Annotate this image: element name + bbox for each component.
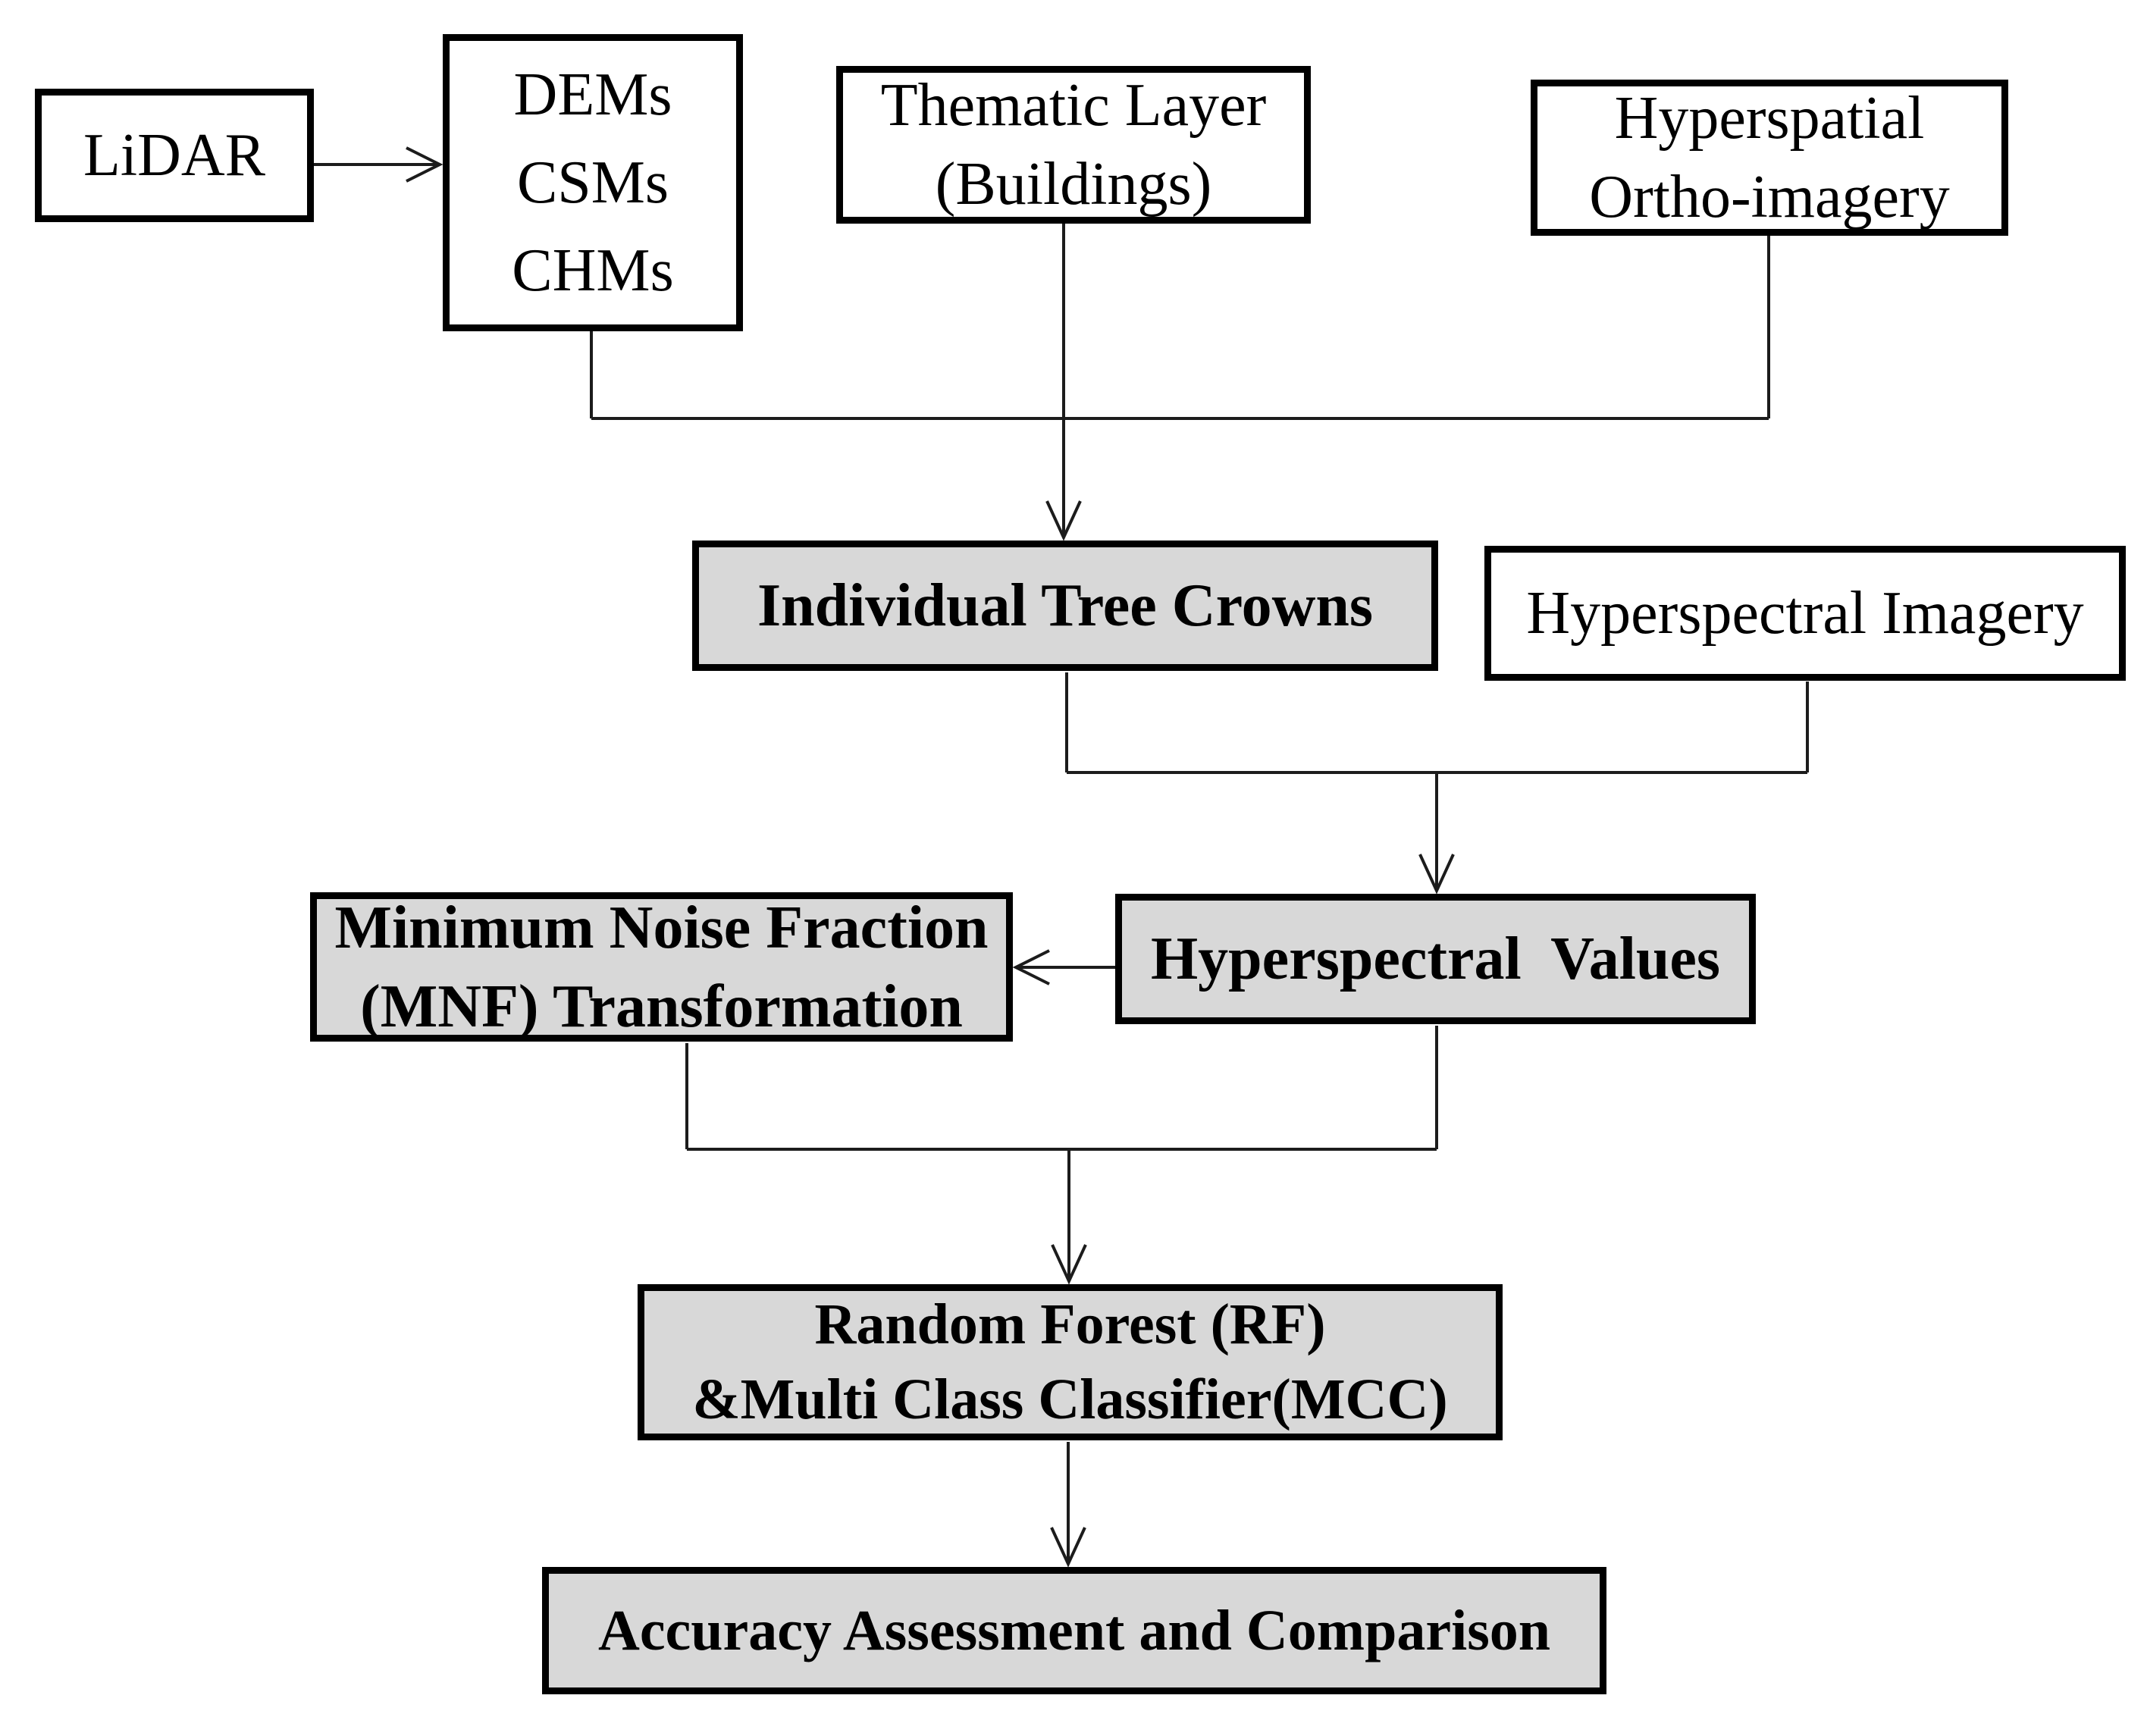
thematic-layer-box: Thematic Layer (Buildings) [836, 66, 1311, 224]
hyperspectral-values-label: Hyperspectral Values [1150, 926, 1721, 992]
individual-tree-crowns-box: Individual Tree Crowns [692, 541, 1438, 671]
arrowhead-into-hv [1418, 854, 1455, 895]
random-forest-mcc-label: Random Forest (RF) &Multi Class Classifi… [692, 1293, 1448, 1431]
arrowhead-lidar-to-dems [406, 146, 444, 183]
hyperspatial-ortho-imagery-label: Hyperspatial Ortho-imagery [1589, 85, 1950, 230]
hyperspectral-values-box: Hyperspectral Values [1115, 894, 1756, 1024]
thematic-layer-label: Thematic Layer (Buildings) [880, 72, 1267, 218]
mnf-transformation-label: Minimum Noise Fraction (MNF) Transformat… [334, 894, 989, 1040]
hyperspectral-imagery-label: Hyperspectral Imagery [1526, 580, 2084, 647]
lidar-box: LiDAR [35, 89, 314, 222]
lidar-label: LiDAR [83, 122, 265, 189]
hyperspectral-imagery-box: Hyperspectral Imagery [1484, 546, 2126, 681]
dem-csm-chm-box: DEMs CSMs CHMs [443, 34, 743, 331]
random-forest-mcc-box: Random Forest (RF) &Multi Class Classifi… [638, 1284, 1503, 1440]
accuracy-assessment-label: Accuracy Assessment and Comparison [597, 1598, 1551, 1662]
arrowhead-into-tree-crowns [1045, 500, 1082, 541]
arrowhead-into-mnf [1012, 949, 1050, 986]
mnf-transformation-box: Minimum Noise Fraction (MNF) Transformat… [310, 892, 1013, 1042]
dem-csm-chm-label: DEMs CSMs CHMs [512, 61, 674, 304]
individual-tree-crowns-label: Individual Tree Crowns [757, 572, 1374, 639]
accuracy-assessment-box: Accuracy Assessment and Comparison [542, 1567, 1606, 1694]
arrowhead-into-rf [1051, 1244, 1087, 1285]
arrowhead-into-accuracy [1050, 1527, 1086, 1568]
hyperspatial-ortho-imagery-box: Hyperspatial Ortho-imagery [1531, 80, 2008, 236]
